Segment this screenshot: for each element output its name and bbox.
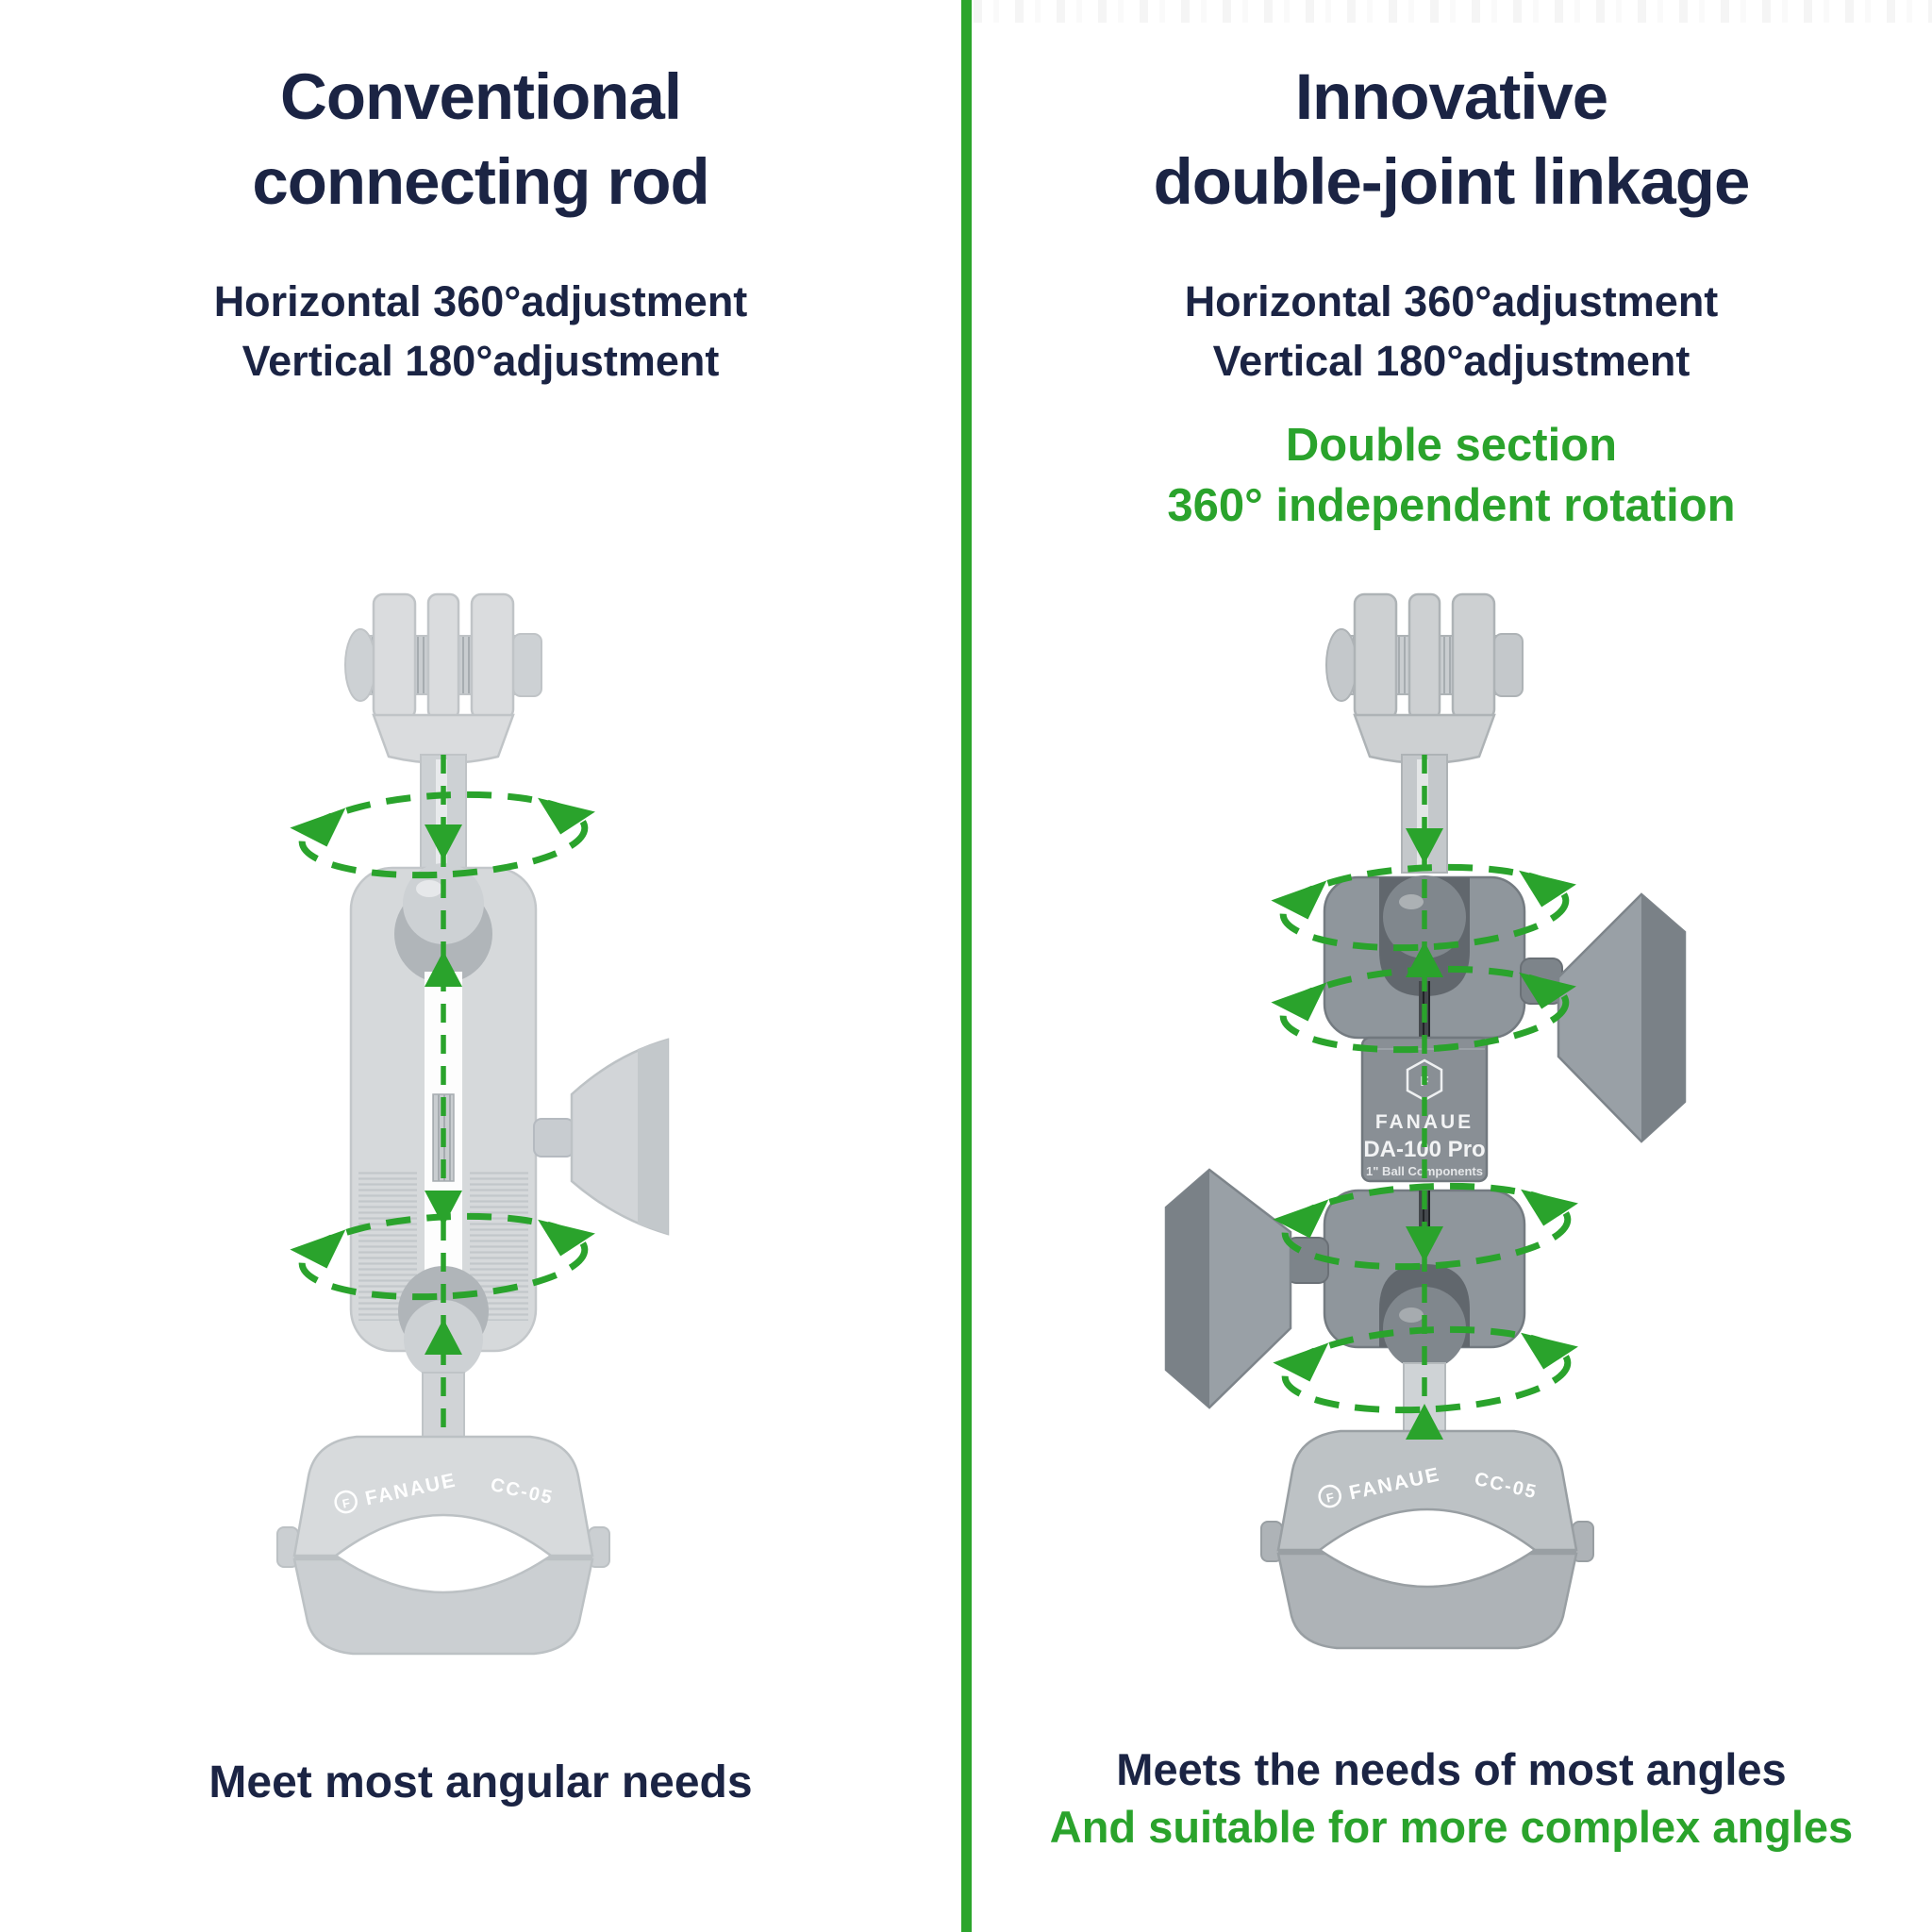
left-mount-illustration: [275, 594, 670, 1656]
right-caption: Meets the needs of most angles And suita…: [971, 1740, 1932, 1856]
left-handlebar-clamp: [275, 1435, 611, 1656]
left-subtitle-line2: Vertical 180°adjustment: [242, 337, 720, 385]
right-title: Innovative double-joint linkage: [971, 55, 1932, 225]
right-subtitle: Horizontal 360°adjustment Vertical 180°a…: [971, 272, 1932, 391]
right-caption-line1: Meets the needs of most angles: [1116, 1744, 1787, 1794]
left-title-line1: Conventional: [279, 60, 682, 133]
left-title: Conventional connecting rod: [0, 55, 961, 225]
right-mount-illustration: F FANAUE DA-100 Pro 1" Ball Components: [1164, 594, 1687, 1650]
left-tension-knob: [533, 1038, 670, 1236]
left-rotation-annotations: [289, 755, 598, 1439]
right-highlight-line1: Double section: [1285, 420, 1618, 471]
right-subtitle-line1: Horizontal 360°adjustment: [1184, 277, 1719, 325]
right-highlight-line2: 360° independent rotation: [1167, 480, 1736, 531]
right-handlebar-clamp: [1259, 1429, 1595, 1650]
left-caption: Meet most angular needs: [208, 1757, 753, 1807]
right-title-line1: Innovative: [1294, 60, 1608, 133]
right-lower-knob: [1164, 1168, 1329, 1409]
right-lower-housing: [1323, 1189, 1526, 1370]
right-upper-knob: [1520, 892, 1687, 1143]
right-rotation-annotations: [1270, 755, 1581, 1440]
barrel-brand-label: FANAUE: [1375, 1111, 1474, 1133]
right-upper-housing: [1323, 875, 1526, 1040]
center-divider-line: [961, 0, 972, 1932]
right-caption-line2: And suitable for more complex angles: [1049, 1802, 1854, 1852]
right-highlight: Double section 360° independent rotation: [971, 415, 1932, 536]
top-edge-texture: [974, 0, 1932, 23]
right-title-line2: double-joint linkage: [1153, 145, 1751, 218]
left-title-line2: connecting rod: [252, 145, 709, 218]
left-subtitle: Horizontal 360°adjustment Vertical 180°a…: [0, 272, 961, 391]
left-subtitle-line1: Horizontal 360°adjustment: [213, 277, 748, 325]
right-subtitle-line2: Vertical 180°adjustment: [1212, 337, 1690, 385]
